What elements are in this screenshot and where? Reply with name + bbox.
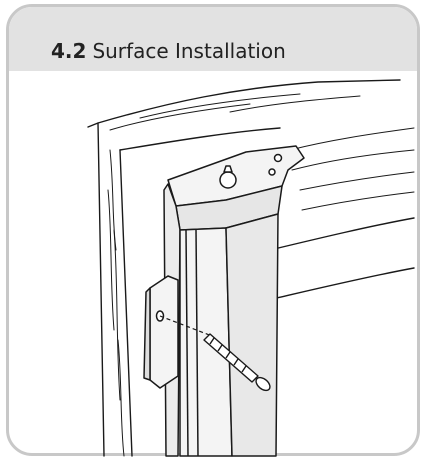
top-bracket [167, 145, 305, 231]
wood-grain [107, 93, 415, 457]
frame-lintel-bottom [269, 217, 415, 251]
frame-inner-left [119, 149, 133, 457]
screw-icon [203, 333, 271, 392]
frame-top-edge [97, 79, 401, 124]
frame-inner-top [119, 127, 281, 151]
screw-guide-line [159, 315, 213, 337]
frame-outer-edge [87, 122, 105, 457]
section-title-text: Surface Installation [92, 39, 286, 63]
side-bracket [143, 275, 179, 389]
section-number: 4.2 [51, 39, 87, 63]
frame-lintel-inner [267, 267, 415, 301]
